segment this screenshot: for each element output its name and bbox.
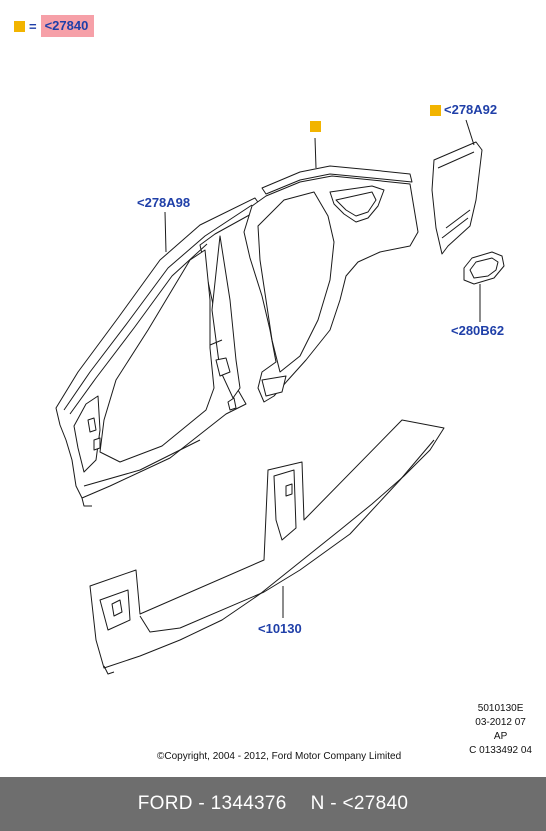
meta-line-3: AP	[493, 731, 508, 742]
diagram-metadata: 5010130E 03-2012 07 AP C 0133492 04	[469, 702, 532, 758]
callout-fuel-door[interactable]: <280B62	[451, 323, 505, 338]
footer-code: N - <27840	[310, 793, 409, 814]
legend-equals: =	[29, 18, 37, 34]
roof-rail-piece	[261, 165, 413, 195]
leader-a-pillar	[164, 211, 167, 253]
legend-square-icon	[14, 20, 25, 32]
quarter-extension-panel	[431, 141, 483, 255]
footer-bar: FORD - 1344376 N - <27840	[0, 777, 546, 831]
meta-line-4: C 0133492 04	[469, 745, 532, 756]
quarter-panel-inner	[243, 175, 419, 403]
footer-part-number: FORD - 1344376	[137, 793, 287, 814]
leader-roof-rail	[314, 137, 317, 169]
callout-quarter-extension[interactable]: <278A92	[444, 102, 498, 117]
roof-rail-square-icon[interactable]	[310, 121, 321, 132]
parts-diagram: = <27840	[14, 15, 532, 762]
callout-rocker[interactable]: <10130	[258, 621, 302, 636]
rocker-sill-panel	[89, 419, 445, 675]
legend: = <27840	[14, 15, 95, 37]
meta-line-2: 03-2012 07	[475, 717, 526, 728]
legend-part-code[interactable]: <27840	[40, 15, 95, 37]
front-body-side-panel	[55, 197, 263, 507]
fuel-filler-housing	[463, 251, 505, 285]
body-side-drawing	[55, 119, 505, 675]
callout-a-pillar[interactable]: <278A98	[137, 195, 191, 210]
meta-line-1: 5010130E	[477, 703, 524, 714]
leader-quarter-extension	[465, 119, 475, 146]
quarter-extension-square-icon[interactable]	[430, 105, 441, 116]
copyright-notice: ©Copyright, 2004 - 2012, Ford Motor Comp…	[157, 751, 402, 762]
